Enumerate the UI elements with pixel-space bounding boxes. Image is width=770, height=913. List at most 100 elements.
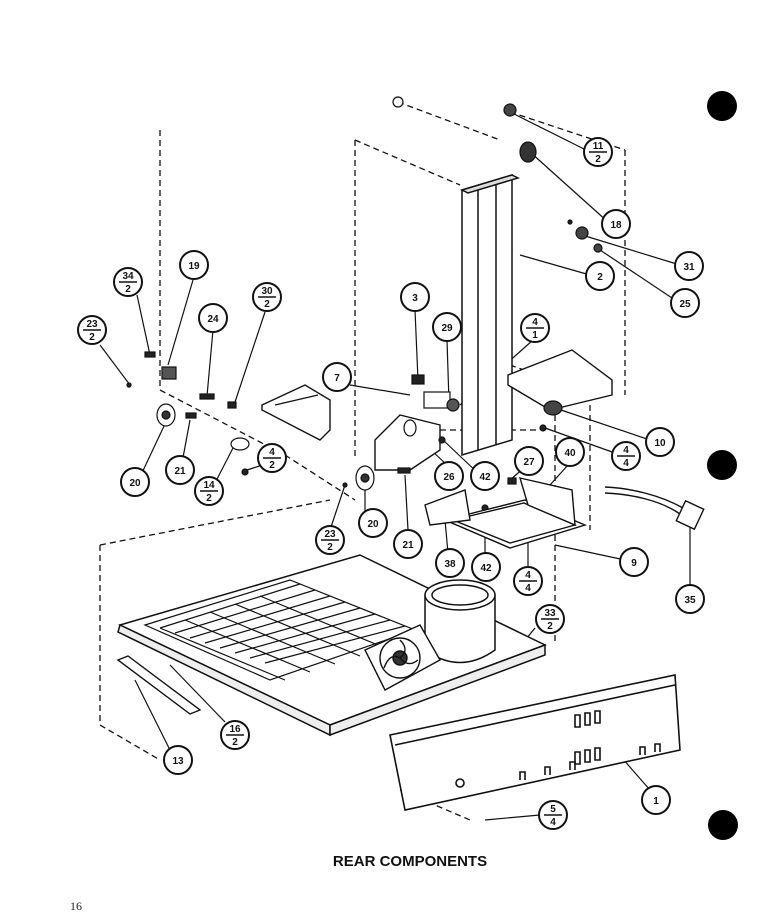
drain-pan-part [424,477,588,549]
callout-number: 18 [610,220,622,231]
callout-4-4-b: 44 [513,566,543,596]
callout-number: 4 [525,570,531,581]
callout-number: 42 [480,563,492,574]
back-channel-part [459,173,521,457]
callout-bubble [675,584,705,614]
registration-dot-bottom [708,810,738,840]
callout-bubble [432,312,462,342]
callout-bubble [645,427,675,457]
callout-20-a: 20 [120,467,150,497]
callout-24: 24 [198,303,228,333]
callout-number: 23 [324,529,336,540]
callout-9: 9 [619,547,649,577]
callout-quantity: 2 [595,154,601,165]
callout-4-1: 41 [520,313,550,343]
left-shelf-bracket [261,384,331,441]
callout-5-4: 54 [538,800,568,830]
callout-number: 4 [269,447,275,458]
callout-number: 7 [334,373,340,384]
callout-number: 31 [683,262,695,273]
callout-bubble [358,508,388,538]
callout-10: 10 [645,427,675,457]
power-cord-part [604,486,705,531]
callout-bubble [471,552,501,582]
callout-21-a: 21 [165,455,195,485]
side-rail-part [116,655,202,715]
diagram-caption: REAR COMPONENTS [333,853,487,870]
callout-number: 20 [367,519,379,530]
callout-13: 13 [163,745,193,775]
callout-quantity: 2 [327,542,333,553]
rear-access-panel-part [389,674,681,811]
callout-number: 27 [523,457,535,468]
callout-27: 27 [514,446,544,476]
callout-bubble [619,547,649,577]
callout-bubble [585,261,615,291]
callout-number: 20 [129,478,141,489]
callout-number: 19 [188,261,200,272]
callout-number: 25 [679,299,691,310]
callout-3: 3 [400,282,430,312]
callout-number: 26 [443,472,455,483]
callout-4-4-a: 44 [611,441,641,471]
callout-number: 14 [203,480,215,491]
callout-bubble [179,250,209,280]
callout-labels: 1121823125342192322430232941710442021142… [77,137,705,830]
callout-42-b: 42 [471,552,501,582]
callout-number: 38 [444,559,456,570]
callout-number: 23 [86,319,98,330]
callout-number: 21 [402,540,414,551]
callout-number: 13 [172,756,184,767]
callout-number: 10 [654,438,666,449]
callout-number: 3 [412,293,418,304]
callout-quantity: 2 [547,621,553,632]
callout-11-2: 112 [583,137,613,167]
upper-bracket-part [507,349,613,411]
callout-23-2-b: 232 [315,525,345,555]
callout-number: 4 [532,317,538,328]
callout-bubble [120,467,150,497]
callout-bubble [198,303,228,333]
callout-bubble [514,446,544,476]
small-fasteners [126,96,603,512]
callout-bubble [434,461,464,491]
callout-number: 2 [597,272,603,283]
callout-number: 16 [229,724,241,735]
callout-number: 35 [684,595,696,606]
callout-14-2: 142 [194,476,224,506]
callout-number: 34 [122,271,134,282]
callout-33-2: 332 [535,604,565,634]
callout-29: 29 [432,312,462,342]
callout-quantity: 2 [264,299,270,310]
callout-bubble [163,745,193,775]
callout-40: 40 [555,437,585,467]
callout-1: 1 [641,785,671,815]
callout-bubble [322,362,352,392]
callout-number: 40 [564,448,576,459]
callout-25: 25 [670,288,700,318]
callout-number: 1 [653,796,659,807]
page-number: 16 [70,899,82,913]
callout-quantity: 2 [232,737,238,748]
callout-bubble [670,288,700,318]
callout-18: 18 [601,209,631,239]
callout-7: 7 [322,362,352,392]
callout-number: 29 [441,323,453,334]
callout-quantity: 2 [206,493,212,504]
callout-19: 19 [179,250,209,280]
callout-number: 11 [593,141,604,152]
callout-bubble [400,282,430,312]
callout-quantity: 4 [550,817,556,828]
callout-quantity: 2 [89,332,95,343]
center-bracket-part [374,414,441,471]
callout-26: 26 [434,461,464,491]
callout-bubble [393,529,423,559]
leader-lines [99,111,691,821]
callout-quantity: 4 [525,583,531,594]
callout-23-2-a: 232 [77,315,107,345]
callout-31: 31 [674,251,704,281]
callout-bubble [601,209,631,239]
callout-30-2: 302 [252,282,282,312]
